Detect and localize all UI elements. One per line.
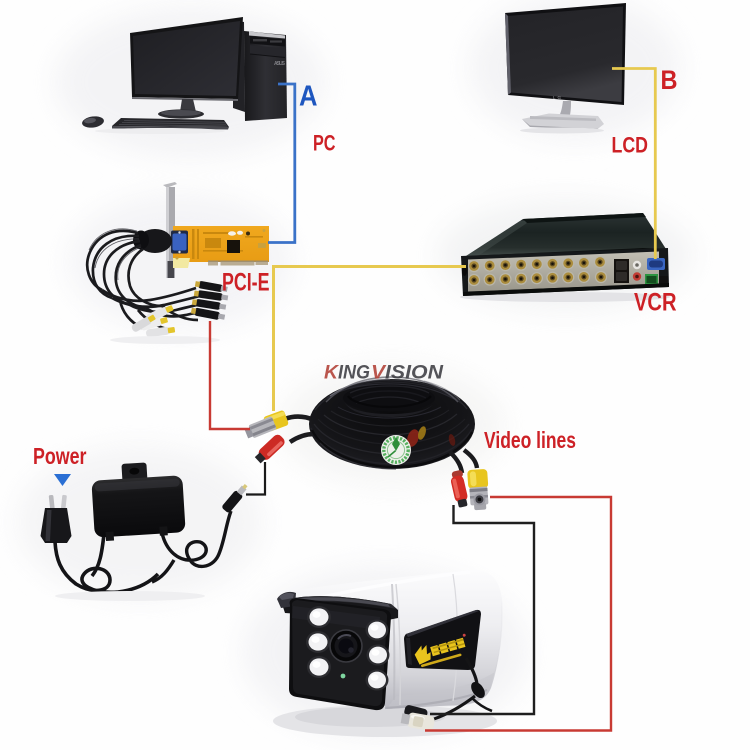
svg-text:Power: Power — [33, 443, 87, 469]
svg-text:K: K — [324, 362, 340, 384]
svg-text:LCD: LCD — [612, 133, 649, 158]
svg-text:ASUS: ASUS — [274, 61, 286, 67]
svg-text:PCI-E: PCI-E — [222, 269, 270, 297]
svg-text:V: V — [371, 362, 387, 384]
svg-text:Video lines: Video lines — [484, 427, 576, 453]
svg-text:PC: PC — [313, 131, 336, 156]
svg-text:LG: LG — [553, 95, 561, 100]
svg-text:A: A — [299, 81, 318, 113]
svg-text:ING: ING — [338, 362, 370, 384]
svg-text:ISION: ISION — [385, 362, 444, 384]
svg-text:VCR: VCR — [634, 289, 677, 317]
svg-text:B: B — [661, 65, 678, 95]
